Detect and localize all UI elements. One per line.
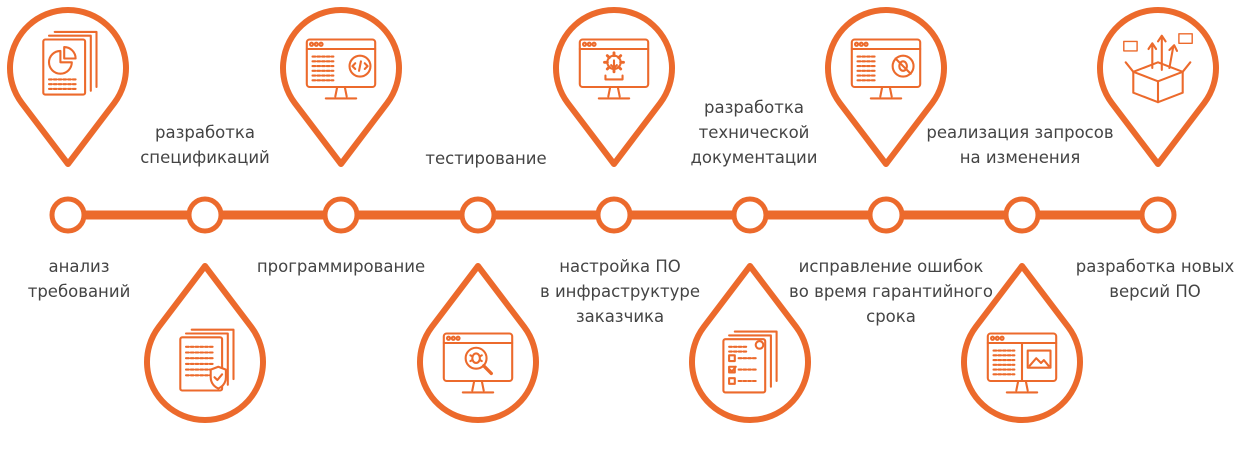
stage-label-line: анализ <box>48 257 110 276</box>
stage-label-line: версий ПО <box>1109 282 1201 301</box>
timeline-node <box>595 196 633 234</box>
stage-label-line: требований <box>27 282 131 301</box>
stage-label-7: исправление ошибок во время гарантийного с… <box>789 254 993 329</box>
box-versions-arrows-icon <box>1123 33 1193 104</box>
stage-pin-8 <box>961 263 1083 423</box>
stage-label-line: документации <box>690 148 818 167</box>
timeline-node <box>867 196 905 234</box>
stage-label-line: разработка <box>704 98 804 117</box>
stage-label-line: реализация запросов <box>926 123 1114 142</box>
stage-label-line: технической <box>698 123 810 142</box>
pin-marker <box>7 7 129 167</box>
timeline-node <box>459 196 497 234</box>
stage-label-4: тестирование <box>425 146 546 171</box>
monitor-no-bug-icon <box>850 38 922 100</box>
stage-label-2: разработка спецификаций <box>140 120 270 170</box>
stage-pin-5 <box>553 7 675 167</box>
stage-label-line: во время гарантийного <box>789 282 993 301</box>
stage-label-line: исправление ошибок <box>798 257 984 276</box>
pin-marker <box>144 263 266 423</box>
monitor-gear-download-icon <box>578 38 650 100</box>
stage-label-5: настройка ПО в инфраструктуре заказчика <box>540 254 700 329</box>
stage-label-line: разработка новых <box>1075 257 1235 276</box>
timeline-node <box>1003 196 1041 234</box>
stage-label-line: настройка ПО <box>559 257 681 276</box>
stage-pin-3 <box>280 7 402 167</box>
monitor-window-image-icon <box>986 332 1058 394</box>
stage-pin-4 <box>417 263 539 423</box>
stage-pin-1 <box>7 7 129 167</box>
stage-pin-6 <box>689 263 811 423</box>
timeline-node <box>731 196 769 234</box>
stage-label-6: разработка технической документации <box>690 95 817 170</box>
stage-label-8: реализация запросов на изменения <box>926 120 1113 170</box>
stage-pin-2 <box>144 263 266 423</box>
monitor-bug-magnifier-icon <box>442 332 514 394</box>
stage-pin-9 <box>1097 7 1219 167</box>
stage-label-line: спецификаций <box>140 148 270 167</box>
stage-label-3: программирование <box>257 254 425 279</box>
stage-pin-7 <box>825 7 947 167</box>
documents-checklist-gear-icon <box>722 330 778 394</box>
stage-label-line: разработка <box>155 123 255 142</box>
stage-label-line: программирование <box>256 257 426 276</box>
timeline-node <box>322 196 360 234</box>
stage-label-line: срока <box>866 307 916 326</box>
code-window-icon <box>305 38 377 100</box>
timeline-node <box>1139 196 1177 234</box>
stage-label-line: тестирование <box>425 149 547 168</box>
stage-label-9: разработка новых версий ПО <box>1076 254 1235 304</box>
documents-shield-icon <box>179 328 235 392</box>
pin-marker <box>689 263 811 423</box>
timeline-node <box>186 196 224 234</box>
stage-label-1: анализ требований <box>28 254 131 304</box>
stage-label-line: заказчика <box>575 307 665 326</box>
stage-label-line: на изменения <box>959 148 1081 167</box>
stage-label-line: в инфраструктуре <box>539 282 701 301</box>
timeline-node <box>49 196 87 234</box>
document-pie-chart-icon <box>42 30 98 96</box>
